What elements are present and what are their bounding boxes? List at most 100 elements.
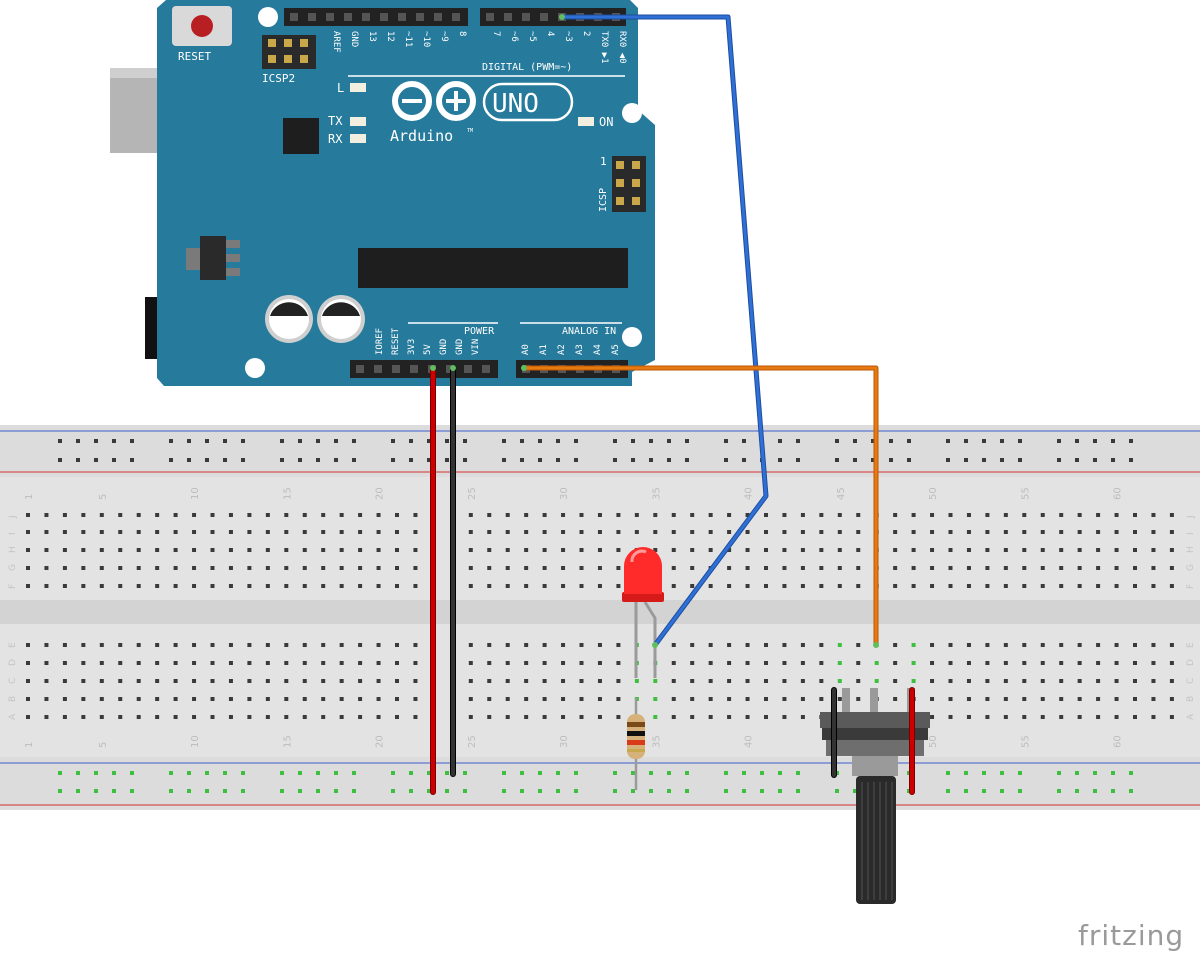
breadboard-hole — [468, 679, 473, 683]
rail-hole — [796, 771, 800, 775]
breadboard-hole — [26, 513, 30, 517]
breadboard-hole — [247, 530, 252, 534]
breadboard-hole — [819, 697, 824, 701]
breadboard-hole — [99, 715, 104, 719]
breadboard-hole — [1151, 584, 1156, 588]
rail-hole — [1129, 771, 1133, 775]
breadboard-hole — [690, 566, 695, 570]
breadboard-hole — [800, 513, 805, 517]
breadboard-hole — [800, 530, 805, 534]
pin-label: 13 — [367, 31, 377, 42]
breadboard-hole — [634, 679, 639, 683]
breadboard-hole — [302, 584, 307, 588]
rail-hole — [667, 789, 671, 793]
breadboard-hole — [228, 643, 233, 647]
breadboard-hole — [247, 643, 252, 647]
breadboard-hole — [985, 584, 990, 588]
rail-hole — [280, 439, 284, 443]
breadboard-hole — [321, 548, 326, 552]
rail-hole — [742, 439, 746, 443]
breadboard-hole — [616, 548, 621, 552]
breadboard-hole — [358, 584, 363, 588]
breadboard-hole — [118, 661, 123, 665]
breadboard-hole — [155, 566, 160, 570]
breadboard-hole — [782, 661, 787, 665]
breadboard-hole — [690, 584, 695, 588]
pin-label: A5 — [611, 344, 621, 355]
breadboard-hole — [690, 697, 695, 701]
breadboard-hole — [985, 530, 990, 534]
breadboard-hole — [930, 566, 935, 570]
breadboard-hole — [1114, 530, 1119, 534]
breadboard-hole — [136, 679, 141, 683]
breadboard-hole — [800, 661, 805, 665]
breadboard-hole — [837, 548, 842, 552]
breadboard-hole — [395, 661, 399, 665]
breadboard-hole — [136, 548, 141, 552]
breadboard-hole — [930, 548, 935, 552]
breadboard-hole — [505, 513, 510, 517]
breadboard-hole — [44, 661, 49, 665]
breadboard-hole — [634, 530, 639, 534]
column-number: 10 — [190, 487, 201, 500]
breadboard-hole — [62, 530, 67, 534]
breadboard-hole — [856, 548, 861, 552]
breadboard-hole — [192, 661, 197, 665]
breadboard-hole — [524, 566, 529, 570]
led-tx — [350, 117, 366, 126]
breadboard-hole — [505, 566, 510, 570]
breadboard-hole — [155, 661, 160, 665]
pin-label: ~5 — [527, 31, 537, 42]
breadboard-hole — [948, 643, 953, 647]
rail-hole — [502, 771, 506, 775]
breadboard-hole — [948, 679, 953, 683]
breadboard-hole — [321, 584, 326, 588]
breadboard-hole — [62, 661, 67, 665]
breadboard-hole — [690, 643, 695, 647]
column-number: 10 — [190, 735, 201, 748]
breadboard-hole — [358, 548, 363, 552]
breadboard-hole — [745, 679, 750, 683]
breadboard-hole — [542, 530, 547, 534]
breadboard-hole — [62, 548, 67, 552]
fritzing-watermark: fritzing — [1078, 919, 1184, 952]
rail-hole — [724, 771, 728, 775]
rail-hole — [1018, 771, 1022, 775]
breadboard-hole — [284, 643, 289, 647]
breadboard-hole — [930, 530, 935, 534]
rail-hole — [316, 789, 320, 793]
breadboard-hole — [247, 548, 252, 552]
breadboard-hole — [708, 530, 713, 534]
rail-hole — [907, 439, 911, 443]
breadboard-hole — [265, 643, 270, 647]
breadboard-hole — [524, 715, 529, 719]
breadboard-hole — [893, 530, 898, 534]
breadboard-hole — [395, 530, 399, 534]
header-pin — [416, 13, 424, 21]
breadboard-hole — [671, 584, 676, 588]
breadboard-hole — [985, 643, 990, 647]
breadboard-hole — [1077, 548, 1082, 552]
breadboard-hole — [1022, 566, 1027, 570]
breadboard-hole — [155, 697, 160, 701]
breadboard-hole — [118, 584, 123, 588]
breadboard-hole — [1169, 566, 1174, 570]
rail-hole — [631, 458, 635, 462]
breadboard-hole — [136, 715, 141, 719]
breadboard-hole — [395, 697, 399, 701]
rail-hole — [130, 771, 134, 775]
breadboard-hole — [1077, 513, 1082, 517]
breadboard-hole — [893, 679, 898, 683]
rail-hole — [1129, 789, 1133, 793]
rail-hole — [1057, 458, 1061, 462]
column-number: 20 — [375, 735, 386, 748]
icsp-pin1-label: 1 — [600, 155, 607, 168]
rail-hole — [649, 771, 653, 775]
breadboard-hole — [1096, 584, 1101, 588]
breadboard-hole — [561, 643, 566, 647]
breadboard-hole — [81, 697, 86, 701]
breadboard-hole — [1040, 715, 1045, 719]
pin-label: A4 — [593, 344, 603, 355]
rail-hole — [538, 439, 542, 443]
